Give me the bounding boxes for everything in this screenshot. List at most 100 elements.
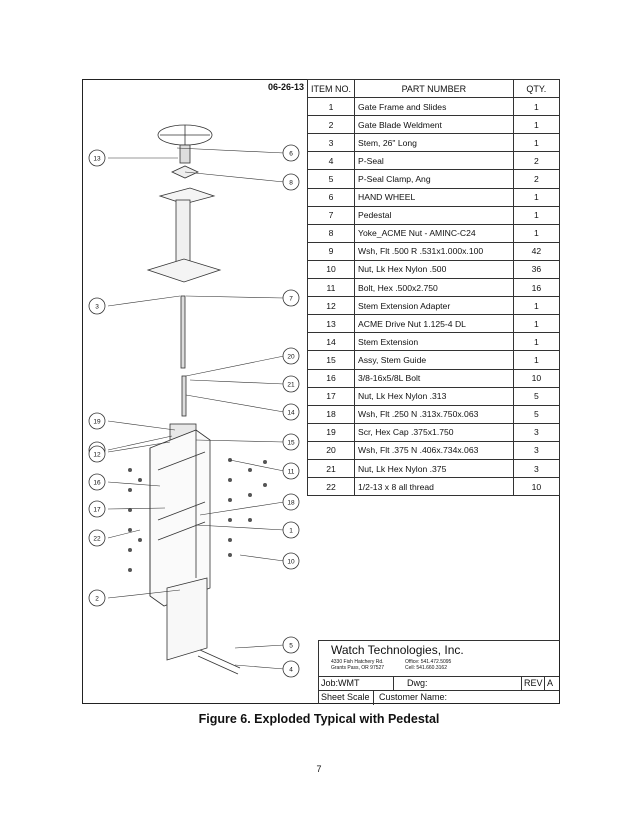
qty-header: QTY. (512, 78, 561, 99)
callout-balloon (88, 297, 106, 315)
item-no-cell: 19 (307, 422, 355, 442)
part-number-cell: Nut, Lk Hex Nylon .313 (354, 386, 514, 406)
part-number-cell: Scr, Hex Cap .375x1.750 (354, 422, 514, 442)
qty-cell: 1 (512, 115, 561, 135)
callout-number: 8 (289, 180, 293, 187)
part-number-cell: Gate Blade Weldment (354, 115, 514, 135)
title-block-row-customer: Sheet Scale Customer Name: (319, 690, 559, 705)
callout-number: 2 (95, 596, 99, 603)
item-no-cell: 7 (307, 205, 355, 225)
title-block: Watch Technologies, Inc. 4330 Fish Hatch… (318, 640, 560, 705)
callout-balloon (282, 433, 300, 451)
p-seal (199, 649, 241, 669)
divider (544, 677, 545, 691)
callout-balloon (282, 347, 300, 365)
qty-cell: 1 (512, 133, 561, 153)
divider (393, 677, 394, 691)
qty-cell: 3 (512, 458, 561, 479)
title-block-row-job: Job:WMT Dwg: REV A (319, 676, 559, 691)
item-no-cell: 14 (307, 332, 355, 352)
callout-balloon (282, 289, 300, 307)
qty-cell: 1 (512, 205, 561, 225)
callout-balloon (88, 149, 106, 167)
item-no-cell: 2 (307, 115, 355, 135)
part-number-header: PART NUMBER (354, 78, 514, 99)
part-number-cell: 1/2-13 x 8 all thread (354, 477, 514, 497)
qty-cell: 42 (512, 241, 561, 261)
part-number-cell: Stem, 26" Long (354, 133, 514, 153)
divider (373, 691, 374, 705)
part-number-cell: Wsh, Flt .250 N .313x.750x.063 (354, 404, 514, 424)
qty-cell: 1 (512, 332, 561, 352)
item-no-cell: 17 (307, 386, 355, 406)
callout-number: 7 (289, 296, 293, 303)
item-no-cell: 4 (307, 151, 355, 171)
qty-cell: 5 (512, 386, 561, 406)
stem (180, 295, 186, 369)
callout-number: 22 (93, 536, 101, 543)
stem-extension (181, 375, 187, 417)
part-number-cell: Yoke_ACME Nut - AMINC-C24 (354, 223, 514, 243)
part-number-cell: ACME Drive Nut 1.125-4 DL (354, 314, 514, 334)
qty-cell: 2 (512, 169, 561, 189)
callout-balloon (88, 529, 106, 547)
item-no-cell: 8 (307, 223, 355, 243)
sheet-scale-field: Sheet Scale (321, 692, 370, 702)
callout-balloon (88, 445, 106, 463)
address-line-1: 4330 Fish Hatchery Rd. (331, 659, 384, 665)
part-number-cell: Wsh, Flt .375 N .406x.734x.063 (354, 440, 514, 460)
qty-cell: 1 (512, 314, 561, 334)
callout-number: 3 (95, 304, 99, 311)
qty-cell: 1 (512, 223, 561, 243)
customer-name-field: Customer Name: (379, 692, 448, 702)
rev-value: A (547, 678, 554, 688)
callout-number: 1 (289, 528, 293, 535)
rev-label: REV (524, 678, 543, 688)
item-no-cell: 15 (307, 350, 355, 370)
callout-balloon (282, 173, 300, 191)
part-number-cell: Stem Extension Adapter (354, 296, 514, 316)
item-no-cell: 5 (307, 169, 355, 189)
callout-number: 6 (289, 151, 293, 158)
callout-number: 16 (93, 480, 101, 487)
callout-number: 19 (93, 419, 101, 426)
callout-balloon (282, 375, 300, 393)
qty-cell: 1 (512, 350, 561, 370)
item-no-cell: 22 (307, 477, 355, 497)
qty-cell: 3 (512, 440, 561, 460)
company-name: Watch Technologies, Inc. (331, 643, 464, 657)
item-no-cell: 11 (307, 278, 355, 298)
item-no-cell: 1 (307, 97, 355, 117)
part-number-cell: Pedestal (354, 205, 514, 225)
company-address: 4330 Fish Hatchery Rd. Grants Pass, OR 9… (331, 659, 384, 671)
qty-cell: 3 (512, 422, 561, 442)
callout-number: 18 (287, 500, 295, 507)
callout-number: 17 (93, 507, 101, 514)
drawing-date: 06-26-13 (268, 82, 305, 92)
office-phone: Office: 541.472.5095 (405, 659, 452, 665)
qty-cell: 1 (512, 187, 561, 207)
item-no-cell: 6 (307, 187, 355, 207)
job-field: Job:WMT (321, 678, 360, 688)
item-no-cell: 13 (307, 314, 355, 334)
callout-balloon (88, 589, 106, 607)
company-phone: Office: 541.472.5095 Cell: 541.660.3162 (405, 659, 451, 671)
callout-number: 21 (287, 382, 295, 389)
qty-cell: 5 (512, 404, 561, 424)
item-no-cell: 12 (307, 296, 355, 316)
part-number-cell: Nut, Lk Hex Nylon .500 (354, 259, 514, 280)
item-no-header: ITEM NO. (307, 78, 355, 99)
